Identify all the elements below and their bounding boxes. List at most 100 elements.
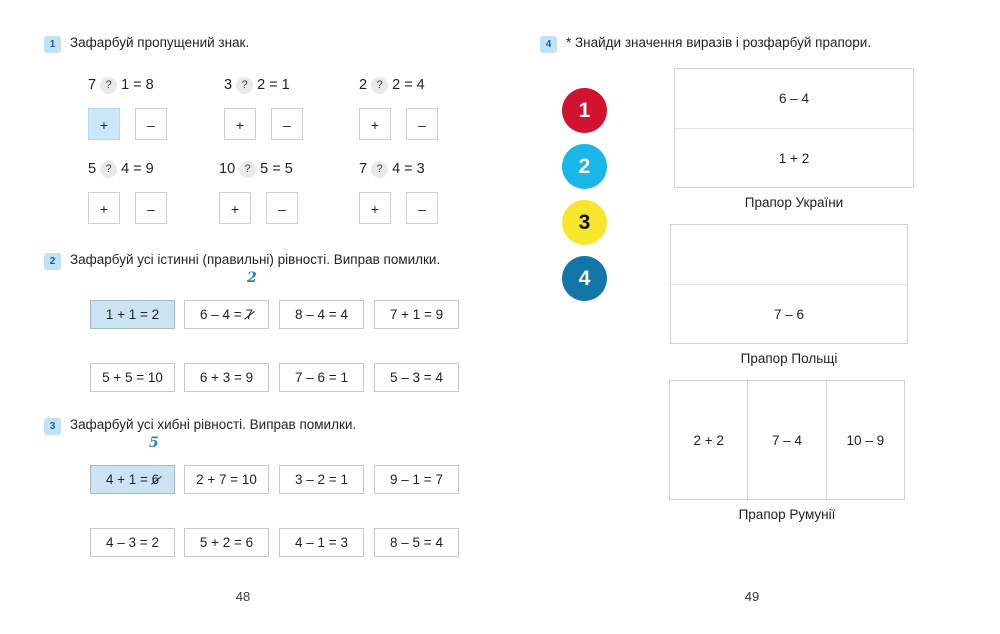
minus-choice-button[interactable]: – [266, 192, 298, 224]
minus-choice-button[interactable]: – [406, 192, 438, 224]
flag-block-romania: 2 + 2 7 – 4 10 – 9 Прапор Румунії [669, 380, 914, 522]
minus-choice-button[interactable]: – [406, 108, 438, 140]
equality-card[interactable]: 5 + 2 = 6 [184, 528, 269, 557]
flag-ukraine[interactable]: 6 – 4 1 + 2 [674, 68, 914, 188]
exercise-1-items: 7 ? 1 = 8 + – 3 ? 2 = 1 [44, 75, 484, 243]
equation-result: = 4 [404, 77, 425, 93]
equality-card[interactable]: 1 + 1 = 2 [90, 300, 175, 329]
sign-problem: 3 ? 2 = 1 + – [224, 75, 303, 140]
correction-mark: 2 [247, 270, 257, 286]
exercise-1-row: 5 ? 4 = 9 + – 10 ? 5 = 5 [44, 159, 484, 243]
struck-answer: 7 [245, 301, 253, 328]
equality-card[interactable]: 5 – 3 = 4 [374, 363, 459, 392]
minus-choice-button[interactable]: – [135, 192, 167, 224]
operand-left: 5 [88, 161, 97, 177]
sign-problem: 7 ? 4 = 3 + – [359, 159, 438, 224]
equality-card[interactable]: 5 + 5 = 10 [90, 363, 175, 392]
flag-caption: Прапор Румунії [738, 507, 836, 522]
color-legend-item-4[interactable]: 4 [562, 256, 607, 301]
plus-choice-button[interactable]: + [219, 192, 251, 224]
question-mark-icon: ? [100, 76, 118, 94]
sign-problem-equation: 7 ? 4 = 3 [359, 159, 438, 179]
plus-choice-button[interactable]: + [88, 192, 120, 224]
sign-choice-row: + – [219, 192, 298, 224]
minus-choice-button[interactable]: – [271, 108, 303, 140]
page-number-left: 48 [235, 589, 251, 604]
equality-card[interactable]: 4 + 1 = 6 [90, 465, 175, 494]
operand-left: 3 [224, 77, 233, 93]
question-mark-icon: ? [371, 160, 389, 178]
operand-right: 2 [392, 77, 401, 93]
sign-choice-row: + – [359, 192, 438, 224]
exercise-1-row: 7 ? 1 = 8 + – 3 ? 2 = 1 [44, 75, 484, 159]
operand-right: 4 [121, 161, 130, 177]
operand-left: 7 [88, 77, 97, 93]
correction-mark: 5 [149, 435, 159, 451]
exercise-3-cards: 4 + 1 = 6 5 2 + 7 = 10 3 – 2 = 1 9 – 1 =… [44, 435, 484, 575]
sign-problem-equation: 3 ? 2 = 1 [224, 75, 303, 95]
flag-caption: Прапор України [744, 195, 844, 210]
flag-band[interactable] [671, 225, 907, 284]
minus-choice-button[interactable]: – [135, 108, 167, 140]
equality-card[interactable]: 7 + 1 = 9 [374, 300, 459, 329]
struck-answer: 6 [152, 466, 160, 493]
equation-result: = 1 [269, 77, 290, 93]
equality-card[interactable]: 4 – 3 = 2 [90, 528, 175, 557]
flag-band[interactable]: 7 – 4 [747, 381, 825, 499]
question-mark-icon: ? [100, 160, 118, 178]
plus-choice-button[interactable]: + [88, 108, 120, 140]
exercise-4-title: * Знайди значення виразів і розфарбуй пр… [566, 35, 872, 50]
page-number-right: 49 [744, 589, 760, 604]
equality-card[interactable]: 3 – 2 = 1 [279, 465, 364, 494]
question-mark-icon: ? [371, 76, 389, 94]
equality-expression: 6 – 4 = [200, 307, 246, 322]
sign-problem-equation: 2 ? 2 = 4 [359, 75, 438, 95]
exercise-3-title: Зафарбуй усі хибні рівності. Виправ поми… [70, 417, 357, 432]
equality-card[interactable]: 8 – 4 = 4 [279, 300, 364, 329]
sign-choice-row: + – [88, 108, 167, 140]
equality-card[interactable]: 4 – 1 = 3 [279, 528, 364, 557]
flag-poland[interactable]: 7 – 6 [670, 224, 908, 344]
exercise-3-heading: 3 Зафарбуй усі хибні рівності. Виправ по… [44, 416, 484, 435]
flag-block-poland: 7 – 6 Прапор Польщі [670, 224, 914, 366]
equation-result: = 3 [404, 161, 425, 177]
equality-card[interactable]: 6 – 4 = 7 [184, 300, 269, 329]
flag-romania[interactable]: 2 + 2 7 – 4 10 – 9 [669, 380, 905, 500]
sign-choice-row: + – [88, 192, 167, 224]
equality-card[interactable]: 8 – 5 = 4 [374, 528, 459, 557]
sign-problem-equation: 10 ? 5 = 5 [219, 159, 298, 179]
sign-problem-equation: 5 ? 4 = 9 [88, 159, 167, 179]
sign-problem: 7 ? 1 = 8 + – [88, 75, 167, 140]
sign-choice-row: + – [359, 108, 438, 140]
equality-card[interactable]: 6 + 3 = 9 [184, 363, 269, 392]
plus-choice-button[interactable]: + [224, 108, 256, 140]
flag-band[interactable]: 1 + 2 [675, 128, 913, 187]
equality-card[interactable]: 2 + 7 = 10 [184, 465, 269, 494]
equality-card-row: 1 + 1 = 2 6 – 4 = 7 2 8 – 4 = 4 7 + 1 = … [44, 270, 484, 347]
sign-problem-equation: 7 ? 1 = 8 [88, 75, 167, 95]
flag-band[interactable]: 2 + 2 [693, 432, 724, 448]
flag-band[interactable]: 7 – 6 [671, 284, 907, 343]
equality-card-row: 4 – 3 = 2 5 + 2 = 6 4 – 1 = 3 8 – 5 = 4 [44, 512, 484, 575]
color-legend-item-1[interactable]: 1 [562, 88, 607, 133]
plus-choice-button[interactable]: + [359, 192, 391, 224]
sign-choice-row: + – [224, 108, 303, 140]
flag-band[interactable]: 10 – 9 [825, 381, 904, 499]
exercise-2-badge: 2 [44, 253, 61, 270]
plus-choice-button[interactable]: + [359, 108, 391, 140]
question-mark-icon: ? [236, 76, 254, 94]
color-legend-item-3[interactable]: 3 [562, 200, 607, 245]
equality-card[interactable]: 9 – 1 = 7 [374, 465, 459, 494]
flag-band[interactable]: 6 – 4 [778, 91, 810, 106]
exercise-4-badge: 4 [540, 36, 557, 53]
flag-caption: Прапор Польщі [740, 351, 838, 366]
color-legend-item-2[interactable]: 2 [562, 144, 607, 189]
operand-right: 1 [121, 77, 130, 93]
exercise-2-cards: 1 + 1 = 2 6 – 4 = 7 2 8 – 4 = 4 7 + 1 = … [44, 270, 484, 410]
equality-card[interactable]: 7 – 6 = 1 [279, 363, 364, 392]
exercise-1-badge: 1 [44, 36, 61, 53]
flag-list: 6 – 4 1 + 2 Прапор України 7 – 6 Прапор … [669, 68, 914, 532]
equality-expression: 4 + 1 = [105, 472, 152, 487]
exercise-2-title: Зафарбуй усі істинні (правильні) рівност… [70, 252, 441, 267]
operand-right: 2 [257, 77, 266, 93]
